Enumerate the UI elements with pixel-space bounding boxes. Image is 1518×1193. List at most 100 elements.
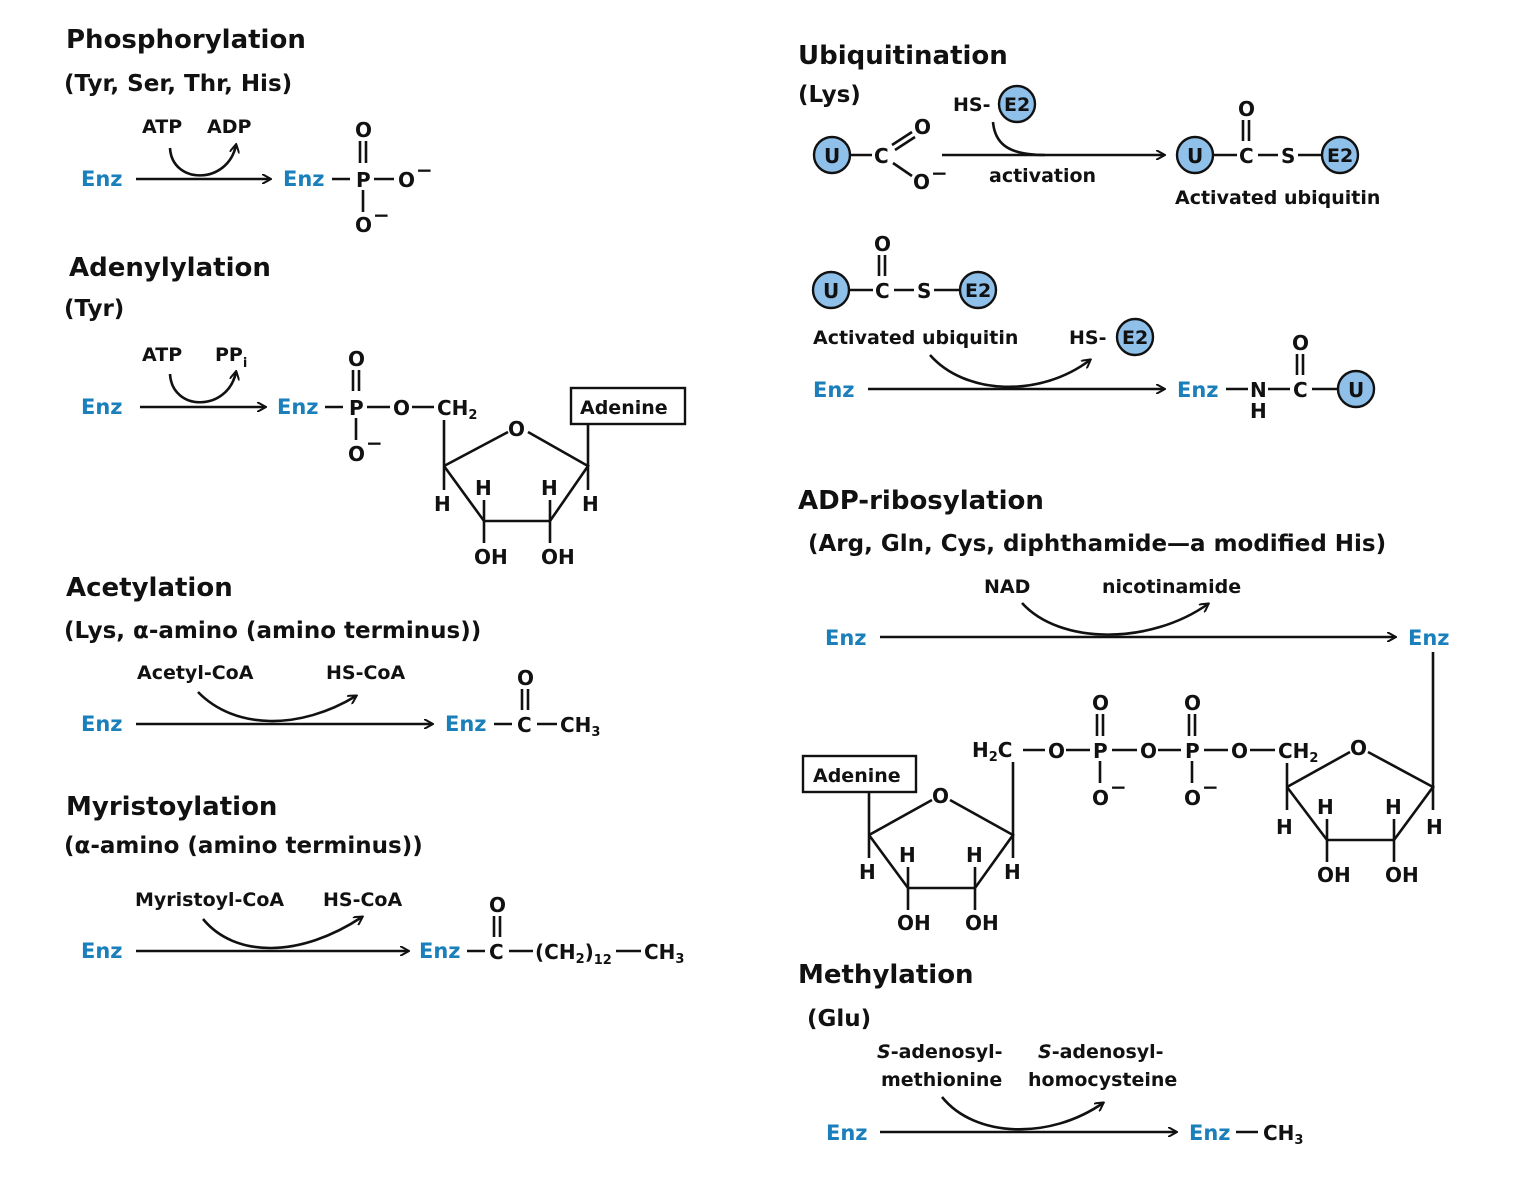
atom-p: P [1093, 739, 1108, 763]
hydroxyl: OH [541, 545, 575, 569]
atom-c: C [517, 713, 532, 737]
atom-h: H [966, 843, 983, 867]
atom-h: H [1276, 815, 1293, 839]
activated-ubiquitin-label: Activated ubiquitin [813, 327, 1018, 349]
atom-h: H [475, 476, 492, 500]
enzyme-label: Enz [81, 167, 123, 191]
reactant-out-label-line2: homocysteine [1028, 1069, 1177, 1091]
atom-h: H [1385, 795, 1402, 819]
methyl-group: CH3 [1263, 1121, 1303, 1148]
reactant-out-label: HS-CoA [323, 889, 402, 911]
atom-ch2: CH2 [1278, 739, 1318, 766]
residue-list: (α-amino (amino terminus)) [64, 833, 423, 859]
enzyme-label: Enz [81, 712, 123, 736]
atom-s: S [1281, 144, 1295, 168]
atom-c: C [875, 279, 890, 303]
atom-o: O [913, 170, 930, 194]
section-title: ADP-ribosylation [798, 486, 1044, 516]
enzyme-label: Enz [825, 626, 867, 650]
e2-label: E2 [1327, 145, 1353, 167]
section-title: Ubiquitination [798, 41, 1008, 71]
enzyme-label: Enz [277, 395, 319, 419]
ring-oxygen: O [1350, 736, 1367, 760]
ubiquitin-label: U [1187, 144, 1203, 168]
e2-circle [958, 270, 998, 310]
atom-o: O [393, 396, 410, 420]
e2-label: E2 [1004, 94, 1030, 116]
atom-h: H [434, 492, 451, 516]
reactant-out-label: ADP [207, 116, 251, 138]
reactant-in-label: Myristoyl-CoA [135, 889, 284, 911]
reactant-in-label: ATP [142, 116, 182, 138]
enzyme-label: Enz [419, 939, 461, 963]
reactant-out-label: PPi [215, 344, 247, 371]
charge: − [373, 203, 390, 227]
atom-o: O [1140, 739, 1157, 763]
adp-ribosylation-section: ADP-ribosylation (Arg, Gln, Cys, diphtha… [798, 486, 1450, 935]
adenine-label: Adenine [813, 765, 901, 787]
residue-list: (Glu) [807, 1006, 871, 1032]
cofactor-curve-arrow [1021, 602, 1208, 636]
atom-h: H [541, 476, 558, 500]
atom-o: O [914, 115, 931, 139]
section-title: Adenylylation [69, 253, 271, 283]
atom-o: O [874, 232, 891, 256]
hs-label: HS- [1069, 327, 1106, 349]
charge: − [366, 431, 383, 455]
reactant-in-label: Acetyl-CoA [137, 662, 254, 684]
double-bond [891, 130, 913, 147]
ubiquitination-section: Ubiquitination (Lys) U C O O − HS- E2 ac… [798, 41, 1380, 423]
enzyme-label: Enz [445, 712, 487, 736]
ubiquitin-label: U [823, 279, 839, 303]
cofactor-curve-arrow [201, 917, 362, 950]
atom-c: C [1239, 144, 1254, 168]
hydroxyl: OH [965, 911, 999, 935]
ribose-ring [442, 430, 590, 523]
ubiquitin-circle [1336, 369, 1376, 409]
ubiquitin-label: U [824, 144, 840, 168]
section-title: Acetylation [66, 573, 233, 603]
atom-o: O [1231, 739, 1248, 763]
bond [892, 161, 913, 178]
hydroxyl: OH [897, 911, 931, 935]
methylation-section: Methylation (Glu) S-adenosyl- methionine… [798, 960, 1303, 1148]
atom-o: O [355, 118, 372, 142]
atom-o: O [1238, 97, 1255, 121]
cofactor-curve-arrow [929, 354, 1090, 389]
cofactor-curve-arrow [168, 372, 236, 404]
cofactor-curve-arrow [940, 1096, 1103, 1131]
atom-o: O [355, 213, 372, 237]
enzyme-label: Enz [1177, 378, 1219, 402]
atom-o: O [1092, 786, 1109, 810]
activated-ubiquitin-label: Activated ubiquitin [1175, 187, 1380, 209]
adenine-box [801, 754, 918, 794]
atom-o: O [1292, 331, 1309, 355]
enzyme-label: Enz [813, 378, 855, 402]
reactant-in-label: ATP [142, 344, 182, 366]
atom-c: C [489, 940, 504, 964]
methyl-group: CH3 [560, 713, 600, 740]
section-title: Myristoylation [66, 792, 277, 822]
ring-oxygen: O [932, 784, 949, 808]
reactant-in-label: NAD [984, 576, 1030, 598]
atom-ch2: CH2 [437, 396, 477, 423]
atom-o: O [398, 168, 415, 192]
atom-c: C [874, 144, 889, 168]
atom-h: H [1426, 815, 1443, 839]
enzyme-label: Enz [826, 1121, 868, 1145]
e2-circle [1320, 135, 1360, 175]
ribose-ring [867, 798, 1015, 890]
reactant-out-label: S-adenosyl- [1038, 1041, 1164, 1063]
charge: − [931, 161, 948, 185]
adenine-label: Adenine [580, 397, 668, 419]
ubiquitin-label: U [1348, 378, 1364, 402]
atom-h: H [1317, 795, 1334, 819]
residue-list: (Arg, Gln, Cys, diphthamide—a modified H… [808, 531, 1386, 557]
section-title: Methylation [798, 960, 974, 990]
e2-label: E2 [1122, 327, 1148, 349]
reactant-in-label-line2: methionine [881, 1069, 1002, 1091]
charge: − [1110, 775, 1127, 799]
phosphorylation-section: Phosphorylation (Tyr, Ser, Thr, His) ATP… [64, 25, 433, 237]
section-title: Phosphorylation [66, 25, 306, 55]
